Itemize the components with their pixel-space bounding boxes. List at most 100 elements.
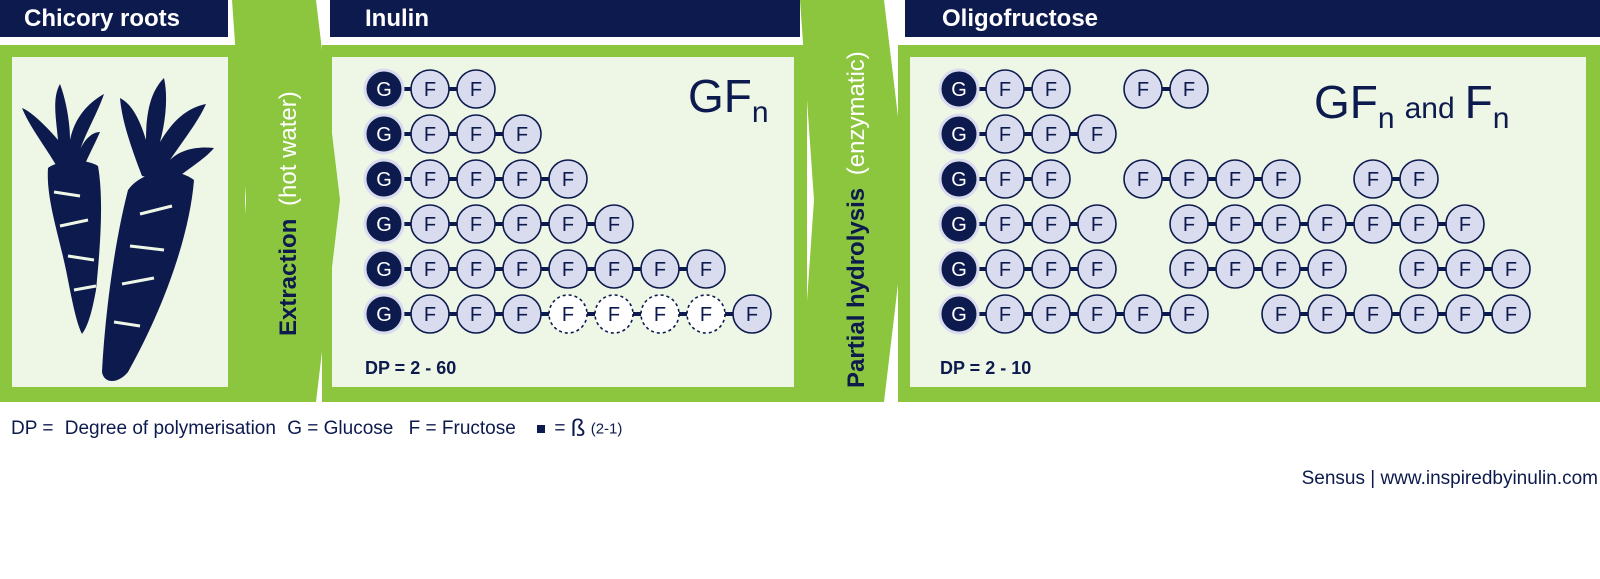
fructose-unit (594, 204, 634, 244)
fructose-label: F (1045, 304, 1057, 326)
fructose-unit (456, 159, 496, 199)
fructose-label: F (700, 259, 712, 281)
fructose-unit (686, 249, 726, 289)
fructose-label: F (424, 259, 436, 281)
fructose-label: F (1275, 169, 1287, 191)
header-bar-oligofructose (905, 0, 1600, 37)
fructose-label: F (999, 304, 1011, 326)
fructose-label: F (1275, 304, 1287, 326)
fructose-unit (1307, 294, 1347, 334)
ring (121, 276, 155, 286)
fructose-unit (1215, 159, 1255, 199)
fructose-label: F (1275, 259, 1287, 281)
ring (53, 190, 81, 198)
fructose-label: F (999, 79, 1011, 101)
glucose-unit (363, 158, 405, 200)
fructose-label: F (1459, 259, 1471, 281)
fructose-unit (1307, 249, 1347, 289)
fructose-label: F (1275, 214, 1287, 236)
fructose-unit (1123, 294, 1163, 334)
legend: DP = Degree of polymerisation G = Glucos… (11, 415, 622, 443)
fructose-unit (1261, 159, 1301, 199)
fructose-label: F (424, 79, 436, 101)
fructose-label: F (1459, 304, 1471, 326)
fructose-label: F (1229, 259, 1241, 281)
fructose-label: F (1137, 169, 1149, 191)
fructose-label: F (562, 259, 574, 281)
fructose-unit (1353, 294, 1393, 334)
oligo-formula-main-2: F (1465, 76, 1493, 128)
fructose-label: F (516, 169, 528, 191)
fructose-unit (594, 249, 634, 289)
fructose-label: F (999, 124, 1011, 146)
fructose-label: F (1459, 214, 1471, 236)
fructose-unit (1031, 159, 1071, 199)
fructose-label: F (470, 259, 482, 281)
fructose-label: F (654, 259, 666, 281)
fructose-label: F (1321, 259, 1333, 281)
header-bar-inulin (330, 0, 800, 37)
glucose-unit (938, 113, 980, 155)
fructose-label: F (470, 214, 482, 236)
fructose-unit (1353, 204, 1393, 244)
fructose-unit (1031, 249, 1071, 289)
fructose-label: F (1321, 214, 1333, 236)
ring (67, 254, 95, 262)
fructose-label: F (1045, 169, 1057, 191)
fructose-unit (1261, 204, 1301, 244)
chicory-roots-illustration (22, 78, 214, 381)
fructose-label: F (1413, 169, 1425, 191)
fructose-unit (732, 294, 772, 334)
oligo-formula-and: and (1405, 92, 1455, 125)
extraction-arrow (232, 0, 340, 402)
fructose-unit (456, 249, 496, 289)
glucose-label: G (376, 214, 392, 236)
left-root-leaves (22, 84, 104, 172)
glucose-unit (938, 158, 980, 200)
fructose-unit (502, 204, 542, 244)
header-oligofructose: Oligofructose (942, 5, 1098, 32)
oligo-formula-sub-2: n (1493, 102, 1510, 135)
glucose-label: G (376, 79, 392, 101)
step-hydrolysis: Partial hydrolysis (enzymatic) (843, 51, 870, 388)
fructose-unit (1445, 294, 1485, 334)
right-root-leaves (120, 78, 214, 182)
fructose-unit (456, 204, 496, 244)
fructose-label: F (1183, 79, 1195, 101)
legend-bond-type: (2-1) (590, 420, 623, 438)
fructose-label: F (1229, 169, 1241, 191)
fructose-unit (640, 249, 680, 289)
fructose-label: F (1413, 259, 1425, 281)
fructose-label: F (1413, 304, 1425, 326)
fructose-label: F (516, 214, 528, 236)
fructose-label: F (608, 214, 620, 236)
fructose-label: F (1367, 304, 1379, 326)
fructose-unit (1031, 69, 1071, 109)
fructose-unit (1445, 204, 1485, 244)
fructose-label: F (1229, 214, 1241, 236)
fructose-label: F (470, 124, 482, 146)
ring (129, 244, 165, 252)
glucose-unit (363, 293, 405, 335)
fructose-label: F (424, 124, 436, 146)
fructose-label: F (424, 304, 436, 326)
fructose-unit (456, 69, 496, 109)
glucose-unit (938, 293, 980, 335)
fructose-label: F (562, 169, 574, 191)
inulin-dp: DP = 2 - 60 (365, 358, 456, 378)
fructose-label: F (1505, 259, 1517, 281)
glucose-label: G (951, 169, 967, 191)
fructose-unit (1261, 294, 1301, 334)
fructose-label: F (608, 304, 620, 326)
legend-dp-text: Degree of polymerisation (64, 418, 276, 439)
fructose-unit (1031, 114, 1071, 154)
